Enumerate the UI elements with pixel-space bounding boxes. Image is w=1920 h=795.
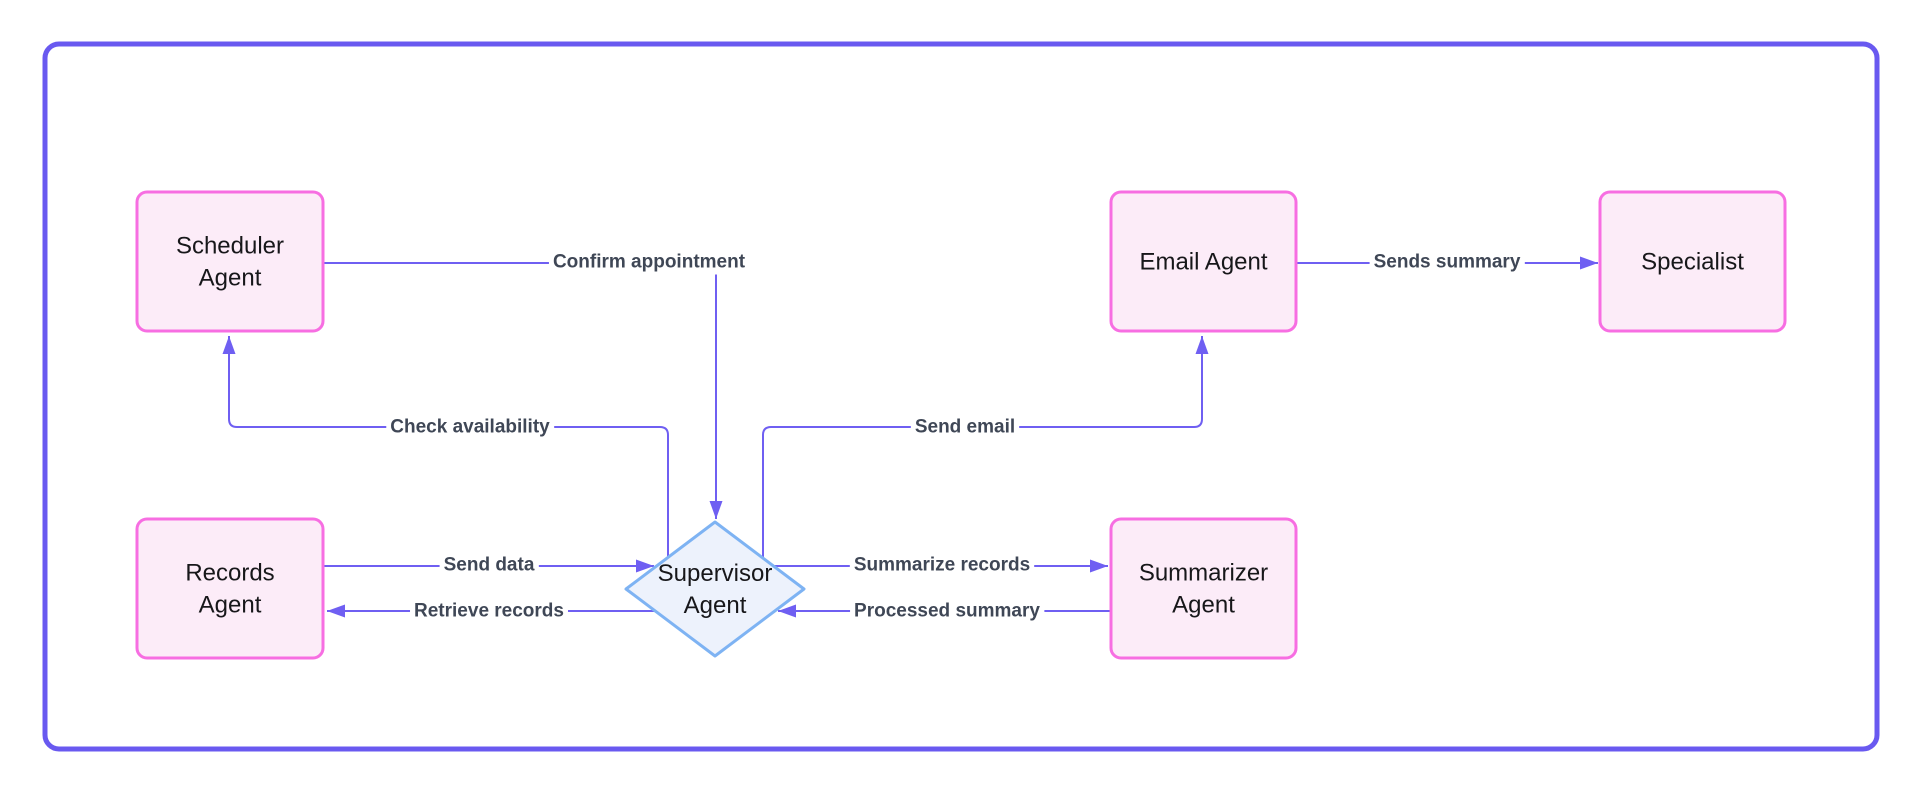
edge-label-bg (410, 598, 568, 624)
node-email-agent[interactable]: Email Agent (1109, 190, 1298, 333)
edge-label-send-email[interactable]: Send email (910, 414, 1020, 440)
edge-label-text: Check availability (390, 417, 550, 438)
edge-label-text: Send email (915, 417, 1015, 438)
edge-label-bg (1369, 249, 1525, 275)
edge-label-bg (850, 598, 1045, 624)
edge-label-bg (910, 414, 1020, 440)
edge-label-sends-summary[interactable]: Sends summary (1369, 249, 1525, 275)
process-box-shape[interactable] (1109, 517, 1298, 660)
edge-label-text: Retrieve records (414, 601, 564, 622)
edge-label-processed-summary[interactable]: Processed summary (850, 598, 1045, 624)
edge-label-text: Processed summary (854, 601, 1040, 622)
process-box-shape[interactable] (135, 517, 325, 660)
edge-label-bg (439, 552, 539, 578)
edge-label-summarize-records[interactable]: Summarize records (849, 552, 1035, 578)
node-label: Specialist (1641, 248, 1744, 275)
edge-label-text: Confirm appointment (553, 252, 746, 273)
process-box-shape[interactable] (1109, 190, 1298, 333)
edge-label-retrieve-records[interactable]: Retrieve records (410, 598, 568, 624)
edge-label-text: Send data (444, 555, 535, 576)
decision-diamond-shape[interactable] (624, 520, 806, 658)
edge-label-confirm-appointment[interactable]: Confirm appointment (548, 249, 750, 275)
edge-label-send-data[interactable]: Send data (439, 552, 539, 578)
edge-label-bg (849, 552, 1035, 578)
edge-label-text: Summarize records (854, 555, 1030, 576)
edge-label-text: Sends summary (1374, 252, 1521, 273)
process-box-shape[interactable] (1598, 190, 1787, 333)
edge-label-check-availability[interactable]: Check availability (386, 414, 555, 440)
node-label: Email Agent (1139, 248, 1267, 275)
node-specialist[interactable]: Specialist (1598, 190, 1787, 333)
process-box-shape[interactable] (135, 190, 325, 333)
edge-label-bg (548, 249, 750, 275)
edge-label-bg (386, 414, 555, 440)
